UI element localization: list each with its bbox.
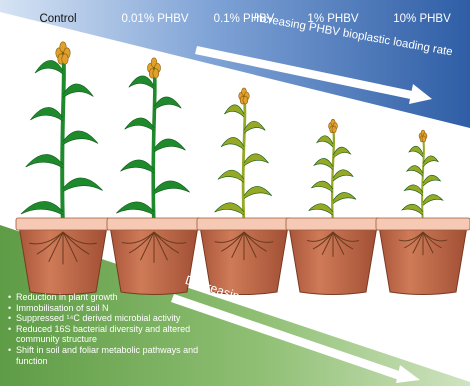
plant-leaf bbox=[63, 131, 98, 145]
plant-leaf bbox=[63, 178, 103, 192]
effect-item: Reduction in plant growth bbox=[16, 292, 216, 303]
plant-leaf bbox=[314, 158, 333, 169]
pot-rim bbox=[197, 218, 291, 230]
effect-item: Immobilisation of soil N bbox=[16, 303, 216, 314]
plant-leaf bbox=[21, 201, 63, 215]
plant-leaf bbox=[333, 192, 356, 203]
plant-leaf bbox=[402, 204, 423, 215]
plant-leaf bbox=[407, 166, 423, 177]
plant-leaf bbox=[63, 84, 93, 98]
plant-leaf bbox=[309, 204, 333, 215]
plant-leaf bbox=[129, 76, 154, 89]
effects-list: Reduction in plant growth Immobilisation… bbox=[6, 292, 216, 366]
plant-leaf bbox=[125, 118, 154, 131]
effect-item: Shift in soil and foliar metabolic pathw… bbox=[16, 345, 216, 366]
pot-rim bbox=[376, 218, 470, 230]
plant-2 bbox=[107, 58, 201, 295]
plant-leaf bbox=[409, 146, 423, 157]
plant-leaf bbox=[244, 154, 269, 166]
plant-leaf bbox=[224, 105, 244, 117]
plant-leaf bbox=[30, 107, 63, 121]
plant-leaf bbox=[116, 202, 154, 215]
plant-tassel bbox=[419, 130, 427, 142]
pot-rim bbox=[107, 218, 201, 230]
plant-1 bbox=[16, 42, 110, 295]
pot-rim bbox=[16, 218, 110, 230]
plant-leaf bbox=[221, 137, 244, 149]
plant-leaf bbox=[215, 203, 244, 215]
plant-3 bbox=[197, 88, 291, 295]
tassel-spike bbox=[422, 136, 426, 142]
plant-leaf bbox=[244, 186, 272, 198]
plant-leaf bbox=[317, 136, 333, 147]
tassel-spike bbox=[332, 126, 336, 133]
plant-leaf bbox=[333, 170, 353, 181]
plant-5 bbox=[376, 130, 470, 295]
plant-leaf bbox=[120, 160, 154, 173]
plant-leaf bbox=[423, 156, 438, 167]
plant-leaf bbox=[154, 139, 186, 152]
effect-item: Suppressed ¹⁴C derived microbial activit… bbox=[16, 313, 216, 324]
plant-leaf bbox=[154, 97, 181, 110]
plant-leaf bbox=[154, 181, 190, 194]
effect-item: Reduced 16S bacterial diversity and alte… bbox=[16, 324, 216, 345]
plant-4 bbox=[286, 119, 380, 294]
plant-leaf bbox=[26, 154, 63, 168]
column-label-10: 10% PHBV bbox=[393, 13, 451, 25]
plant-tassel bbox=[329, 119, 338, 133]
plant-leaf bbox=[423, 195, 443, 206]
plant-leaf bbox=[218, 170, 244, 182]
tassel-spike bbox=[62, 54, 68, 64]
plant-stem bbox=[62, 53, 64, 226]
column-label-control: Control bbox=[39, 13, 76, 25]
tassel-spike bbox=[243, 96, 248, 104]
plant-leaf bbox=[404, 185, 423, 196]
pot-rim bbox=[286, 218, 380, 230]
plant-stem bbox=[153, 68, 155, 226]
plant-leaf bbox=[311, 181, 333, 192]
plant-leaf bbox=[244, 121, 265, 133]
plant-leaf bbox=[333, 147, 351, 158]
column-label-0-01: 0.01% PHBV bbox=[121, 13, 188, 25]
tassel-spike bbox=[153, 69, 159, 79]
plant-leaf bbox=[423, 175, 441, 186]
